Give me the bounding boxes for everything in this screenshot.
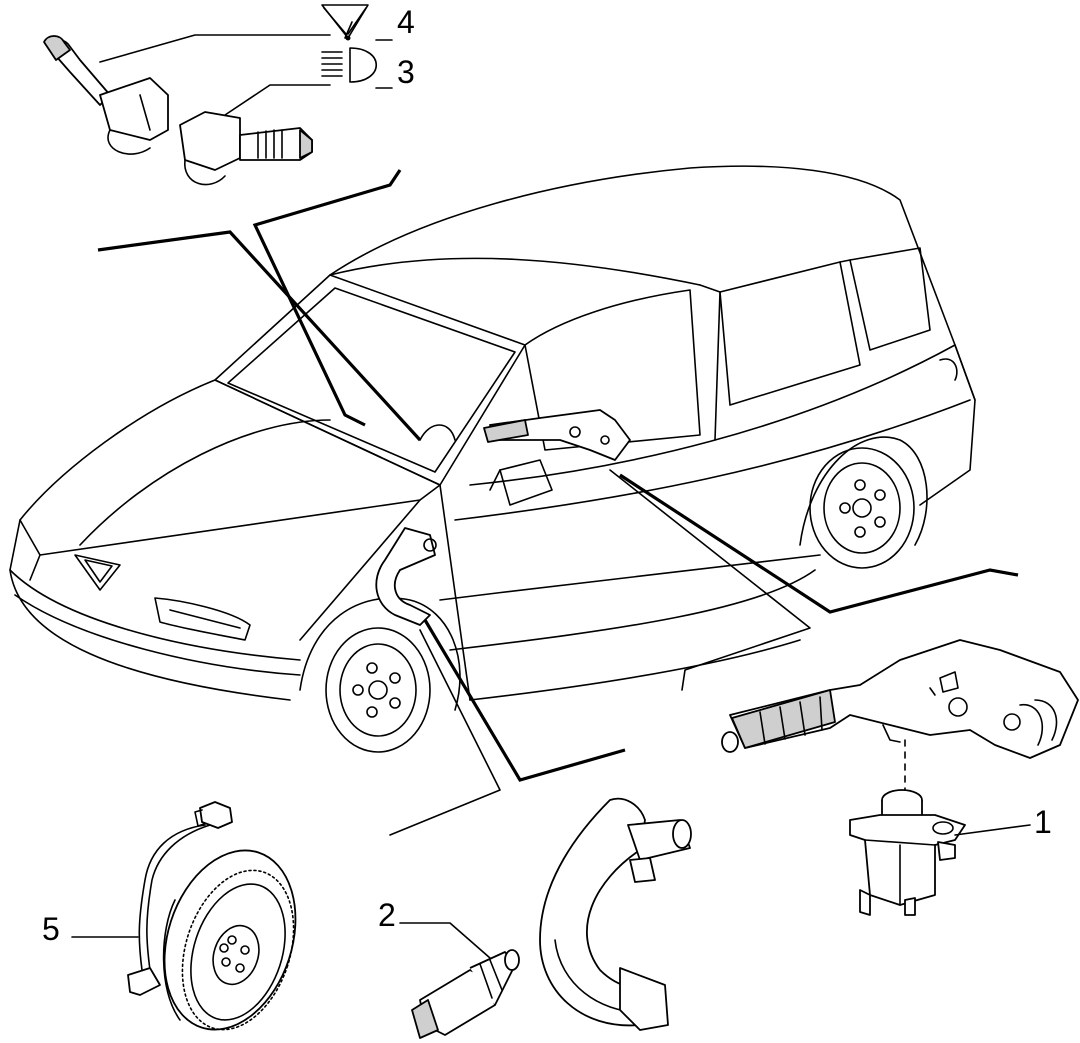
callout-5: 5 [42,911,60,947]
handbrake-in-car [483,409,631,461]
light-stalk-switch [179,111,313,186]
handbrake-lever [721,639,1079,759]
leader-4 [99,34,331,63]
pedal-switch [411,949,520,1039]
car-outline [9,165,976,701]
wiper-stalk-switch [43,35,169,155]
callout-2: 2 [378,897,396,933]
front-wheel [299,597,461,753]
callout-1: 1 [1034,804,1052,840]
callout-3: 3 [397,54,415,90]
callout-4: 4 [397,4,415,40]
rpm-sensor [127,801,233,996]
callout-labels: 4 3 1 2 5 [42,4,1052,947]
rear-wheel [799,436,928,569]
headlamp-symbol-icon [321,47,377,83]
handbrake-warning-switch [849,789,966,916]
leader-2 [399,922,491,959]
pedal-bracket-in-car [375,527,437,626]
leader-3 [224,84,331,116]
pedal-bracket [539,797,692,1031]
flywheel [162,849,297,1031]
leader-1 [954,824,1031,836]
leader-lines [97,169,1019,836]
wiper-symbol-icon [321,4,369,41]
